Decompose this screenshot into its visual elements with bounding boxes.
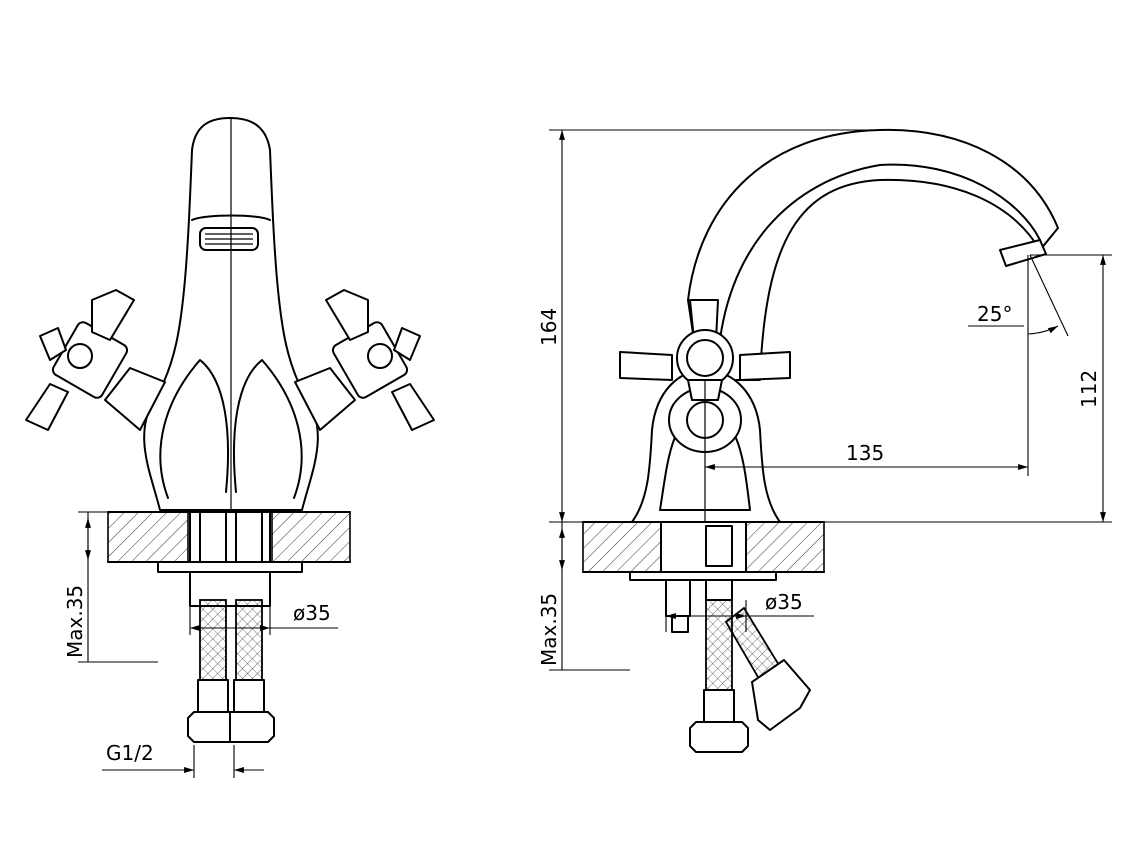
side-label-diameter: ø35 bbox=[765, 590, 803, 614]
front-label-max-depth: Max.35 bbox=[63, 585, 87, 658]
side-spout bbox=[687, 128, 1059, 381]
front-view: Max.35 ø35 G1/2 bbox=[25, 117, 435, 778]
side-aerator bbox=[999, 239, 1047, 267]
front-countertop-left bbox=[107, 511, 189, 563]
side-nut-bottom bbox=[689, 721, 749, 753]
side-handle bbox=[619, 299, 791, 401]
side-mount-plate bbox=[629, 571, 777, 581]
front-mount-plate bbox=[157, 561, 303, 573]
front-handle-right bbox=[294, 289, 435, 431]
front-nut-right bbox=[229, 711, 275, 743]
front-label-diameter: ø35 bbox=[293, 601, 331, 625]
front-countertop-right bbox=[271, 511, 351, 563]
side-label-height: 164 bbox=[537, 308, 561, 346]
side-nut-angled bbox=[751, 659, 811, 731]
front-nut-left bbox=[187, 711, 233, 743]
side-countertop-left bbox=[582, 521, 662, 573]
side-label-angle: 25° bbox=[977, 302, 1012, 326]
front-handle-left bbox=[25, 289, 166, 431]
side-view: 164 112 135 25° Max.35 ø35 bbox=[537, 128, 1112, 753]
front-hose-left bbox=[199, 599, 227, 681]
front-hose-right bbox=[235, 599, 263, 681]
side-countertop-right bbox=[745, 521, 825, 573]
side-label-reach: 135 bbox=[846, 441, 884, 465]
side-label-max-depth: Max.35 bbox=[537, 593, 561, 666]
side-label-spout-height: 112 bbox=[1077, 370, 1101, 408]
front-label-thread: G1/2 bbox=[106, 741, 154, 765]
side-hose-vertical bbox=[705, 599, 733, 691]
